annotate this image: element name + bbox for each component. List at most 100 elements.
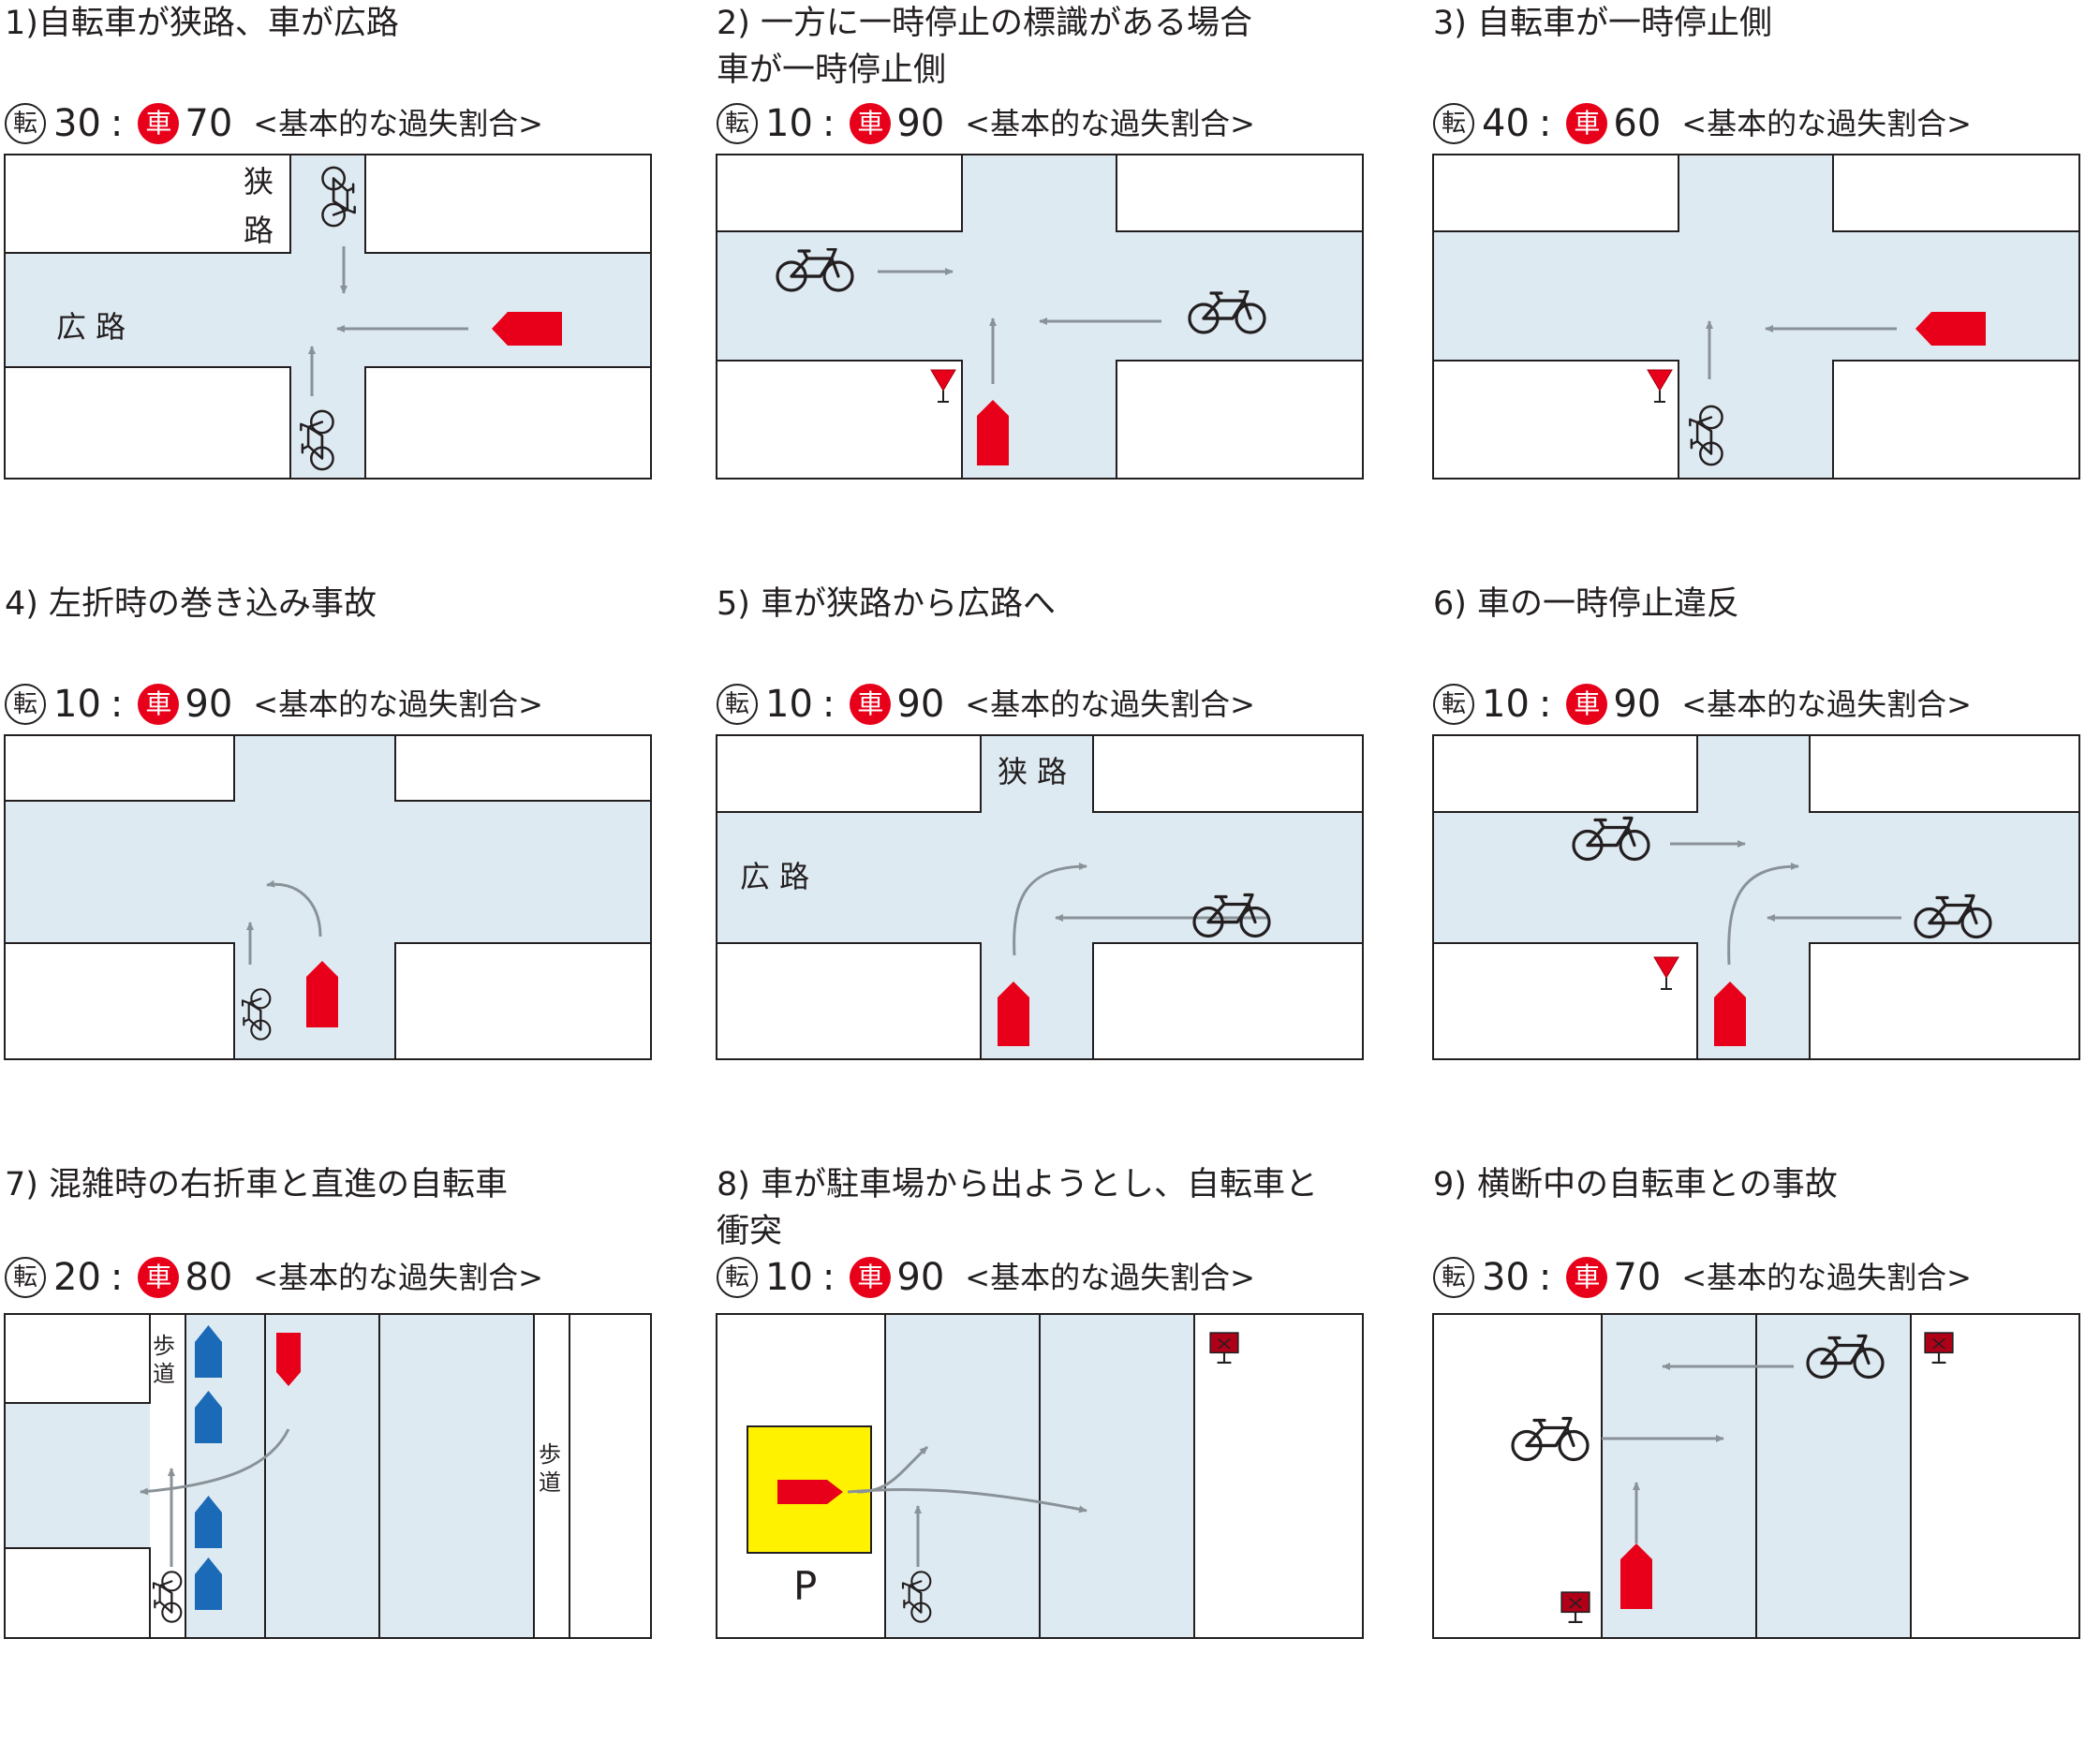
basic-ratio-label: <基本的な過失割合> (253, 686, 543, 722)
car-icon (977, 400, 1009, 465)
bike-ratio: 10 (765, 1256, 813, 1299)
basic-ratio-label: <基本的な過失割合> (1681, 1260, 1972, 1295)
car-symbol-icon: 車 (138, 1257, 180, 1298)
wide-road-label: 広 路 (740, 859, 809, 894)
bike-ratio: 20 (53, 1256, 101, 1299)
title-line: 7) 混雑時の右折車と直進の自転車 (5, 1166, 509, 1203)
car-icon (1620, 1543, 1652, 1609)
intersection-diagram: 狭 路 広 路 (4, 154, 660, 480)
car-icon (492, 312, 562, 346)
bike-symbol-icon: 転 (717, 103, 758, 144)
bike-symbol-icon: 転 (1433, 103, 1474, 144)
bike-ratio: 40 (1482, 102, 1530, 145)
sidewalk-label: 歩 (153, 1333, 175, 1359)
panel-8: 8) 車が駐車場から出ようとし、自転車と 衝突 転 10 : 車 90 <基本的… (716, 1161, 1410, 1742)
other-car-icon (195, 1325, 222, 1378)
title-line: 6) 車の一時停止違反 (1433, 585, 1740, 623)
intersection-diagram (4, 734, 660, 1060)
panel-title: 4) 左折時の巻き込み事故 (5, 581, 698, 627)
narrow-road-label: 路 (244, 213, 274, 248)
bike-symbol-icon: 転 (1433, 684, 1474, 725)
other-car-icon (195, 1557, 222, 1610)
basic-ratio-label: <基本的な過失割合> (965, 106, 1255, 141)
fault-ratio: 転 30 : 車 70 <基本的な過失割合> (1433, 1255, 1972, 1300)
basic-ratio-label: <基本的な過失割合> (965, 1260, 1255, 1295)
basic-ratio-label: <基本的な過失割合> (1681, 686, 1972, 722)
car-symbol-icon: 車 (850, 1257, 892, 1298)
panel-1: 1)自転車が狭路、車が広路 転 30 : 車 70 <基本的な過失割合> 狭 路… (4, 0, 698, 581)
fault-ratio: 転 10 : 車 90 <基本的な過失割合> (1433, 682, 1972, 727)
car-symbol-icon: 車 (138, 103, 180, 144)
title-line: 衝突 (717, 1213, 783, 1250)
bike-symbol-icon: 転 (5, 103, 46, 144)
car-symbol-icon: 車 (850, 103, 892, 144)
title-line: 3) 自転車が一時停止側 (1433, 5, 1773, 42)
intersection-diagram (716, 154, 1372, 480)
panel-5: 5) 車が狭路から広路へ 転 10 : 車 90 <基本的な過失割合> 狭 路 … (716, 581, 1410, 1161)
car-ratio: 60 (1613, 102, 1662, 145)
bike-ratio: 30 (1482, 1256, 1530, 1299)
basic-ratio-label: <基本的な過失割合> (253, 106, 543, 141)
car-icon (306, 961, 338, 1027)
car-symbol-icon: 車 (138, 684, 180, 725)
bike-ratio: 30 (53, 102, 101, 145)
bike-symbol-icon: 転 (717, 684, 758, 725)
fault-ratio: 転 10 : 車 90 <基本的な過失割合> (5, 682, 543, 727)
car-ratio: 90 (896, 102, 945, 145)
panel-title: 1)自転車が狭路、車が広路 (5, 0, 698, 47)
intersection-diagram (1432, 154, 2089, 480)
car-symbol-icon: 車 (1566, 103, 1608, 144)
other-car-icon (195, 1496, 222, 1548)
title-line: 8) 車が駐車場から出ようとし、自転車と (717, 1166, 1319, 1203)
bike-ratio: 10 (765, 102, 813, 145)
panel-title: 8) 車が駐車場から出ようとし、自転車と 衝突 (717, 1161, 1410, 1255)
bike-ratio: 10 (53, 683, 101, 726)
bike-symbol-icon: 転 (717, 1257, 758, 1298)
fault-ratio: 転 10 : 車 90 <基本的な過失割合> (717, 1255, 1255, 1300)
basic-ratio-label: <基本的な過失割合> (1681, 106, 1972, 141)
panel-7: 7) 混雑時の右折車と直進の自転車 転 20 : 車 80 <基本的な過失割合>… (4, 1161, 698, 1742)
panel-3: 3) 自転車が一時停止側 転 40 : 車 60 <基本的な過失割合> (1432, 0, 2100, 581)
intersection-diagram: 狭 路 広 路 (716, 734, 1372, 1060)
narrow-road-label: 狭 路 (998, 754, 1067, 790)
parking-label: P (793, 1563, 817, 1609)
fault-ratio: 転 30 : 車 70 <基本的な過失割合> (5, 101, 543, 146)
panel-2: 2) 一方に一時停止の標識がある場合 車が一時停止側 転 10 : 車 90 <… (716, 0, 1410, 581)
title-line: 4) 左折時の巻き込み事故 (5, 585, 377, 623)
parking-diagram: P (716, 1313, 1372, 1639)
title-line: 9) 横断中の自転車との事故 (1433, 1166, 1838, 1203)
basic-ratio-label: <基本的な過失割合> (253, 1260, 543, 1295)
car-icon (1714, 982, 1746, 1046)
bike-symbol-icon: 転 (5, 1257, 46, 1298)
panel-title: 3) 自転車が一時停止側 (1433, 0, 2100, 47)
bike-ratio: 10 (1482, 683, 1530, 726)
panel-4: 4) 左折時の巻き込み事故 転 10 : 車 90 <基本的な過失割合> (4, 581, 698, 1161)
car-icon (276, 1333, 301, 1386)
sidewalk-label: 道 (539, 1469, 561, 1496)
other-car-icon (195, 1391, 222, 1443)
sidewalk-label: 道 (153, 1361, 175, 1387)
car-symbol-icon: 車 (1566, 1257, 1608, 1298)
car-ratio: 90 (1613, 683, 1662, 726)
bike-ratio: 10 (765, 683, 813, 726)
panel-title: 6) 車の一時停止違反 (1433, 581, 2100, 627)
panel-6: 6) 車の一時停止違反 転 10 : 車 90 <基本的な過失割合> (1432, 581, 2100, 1161)
car-ratio: 70 (1613, 1256, 1662, 1299)
panel-title: 7) 混雑時の右折車と直進の自転車 (5, 1161, 698, 1208)
bike-symbol-icon: 転 (5, 684, 46, 725)
panel-title: 5) 車が狭路から広路へ (717, 581, 1410, 627)
bike-symbol-icon: 転 (1433, 1257, 1474, 1298)
basic-ratio-label: <基本的な過失割合> (965, 686, 1255, 722)
car-symbol-icon: 車 (850, 684, 892, 725)
sidewalk-label: 歩 (539, 1441, 561, 1468)
panel-title: 9) 横断中の自転車との事故 (1433, 1161, 2100, 1208)
car-icon (1915, 312, 1986, 346)
panel-9: 9) 横断中の自転車との事故 転 30 : 車 70 <基本的な過失割合> (1432, 1161, 2100, 1742)
car-ratio: 70 (185, 102, 233, 145)
wide-road-label: 広 路 (56, 309, 126, 345)
car-ratio: 90 (896, 683, 945, 726)
title-line: 5) 車が狭路から広路へ (717, 585, 1057, 623)
intersection-diagram: 歩 道 歩 道 (4, 1313, 660, 1639)
fault-ratio: 転 10 : 車 90 <基本的な過失割合> (717, 682, 1255, 727)
car-ratio: 90 (896, 1256, 945, 1299)
